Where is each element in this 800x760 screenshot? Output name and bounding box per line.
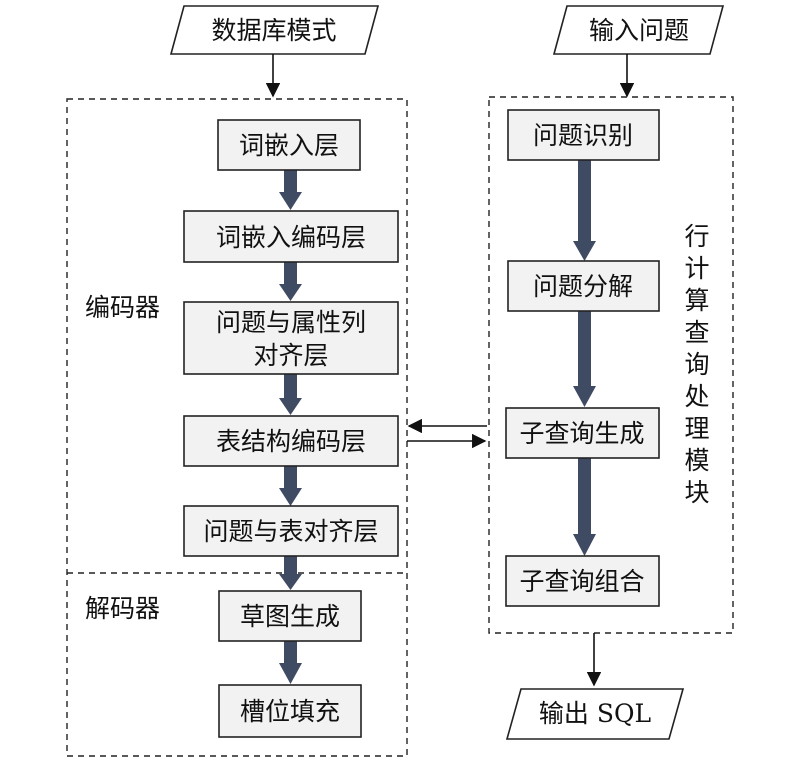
encoder-layer-question-column-alignment: 问题与属性列 对齐层	[183, 301, 399, 375]
svg-text:对齐层: 对齐层	[253, 341, 328, 370]
db-schema-label: 数据库模式	[211, 16, 336, 45]
encoder-layer-word-embedding-encoding: 词嵌入编码层	[183, 210, 399, 263]
svg-text:理: 理	[684, 414, 709, 443]
question-input-label: 输入问题	[589, 16, 689, 45]
encoder-layer-table-structure: 表结构编码层	[183, 415, 399, 467]
sql-output-label: 输出 SQL	[539, 699, 651, 728]
svg-text:词嵌入编码层: 词嵌入编码层	[216, 223, 366, 252]
svg-text:算: 算	[684, 286, 709, 315]
step-subquery-generation: 子查询生成	[505, 407, 660, 459]
svg-text:处: 处	[684, 382, 709, 411]
subquery-module-frame	[488, 96, 734, 634]
sql-output: 输出 SQL	[505, 688, 685, 740]
svg-text:行: 行	[684, 222, 709, 251]
encoder-flow-arrows	[279, 170, 302, 684]
svg-text:问题分解: 问题分解	[533, 272, 633, 301]
svg-text:询: 询	[684, 350, 709, 379]
svg-text:问题与属性列: 问题与属性列	[216, 308, 366, 337]
encoder-layer-question-table-alignment: 问题与表对齐层	[183, 505, 399, 557]
subquery-flow-arrows	[573, 159, 596, 556]
encoder-layer-word-embedding: 词嵌入层	[217, 119, 361, 171]
svg-text:词嵌入层: 词嵌入层	[239, 131, 339, 160]
svg-text:子查询组合: 子查询组合	[519, 567, 644, 596]
decoder-label: 解码器	[85, 594, 160, 623]
step-subquery-combination: 子查询组合	[505, 555, 660, 607]
step-question-decomposition: 问题分解	[507, 260, 660, 312]
svg-text:表结构编码层: 表结构编码层	[216, 427, 366, 456]
svg-text:子查询生成: 子查询生成	[519, 419, 644, 448]
svg-text:查: 查	[684, 318, 709, 347]
svg-text:块: 块	[684, 478, 709, 507]
svg-text:模: 模	[684, 446, 709, 475]
encoder-label: 编码器	[85, 293, 160, 322]
svg-text:问题识别: 问题识别	[533, 121, 633, 150]
decoder-layer-slot-filling: 槽位填充	[218, 684, 362, 738]
db-schema-input: 数据库模式	[169, 5, 380, 55]
subquery-module-label: 行 计 算 查 询 处 理 模 块	[684, 222, 709, 507]
decoder-layer-sketch-generation: 草图生成	[218, 590, 362, 642]
svg-text:问题与表对齐层: 问题与表对齐层	[203, 517, 378, 546]
question-input: 输入问题	[552, 5, 725, 55]
encoder-decoder-frame	[66, 98, 408, 757]
svg-text:槽位填充: 槽位填充	[240, 697, 340, 726]
svg-text:计: 计	[684, 254, 709, 283]
step-question-identification: 问题识别	[507, 109, 660, 161]
svg-text:草图生成: 草图生成	[240, 602, 340, 631]
